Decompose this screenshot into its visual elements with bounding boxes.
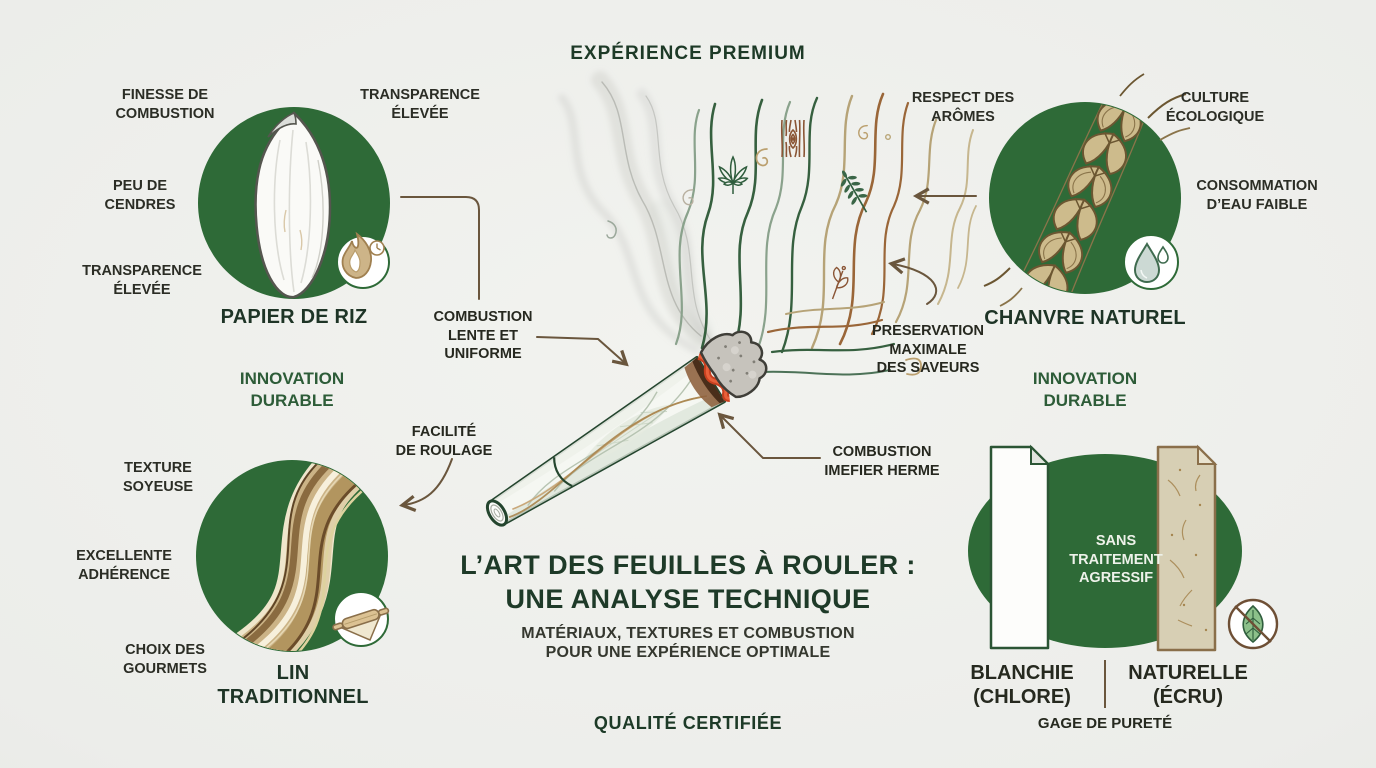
bleached-paper-sheet: [989, 444, 1051, 650]
certified-quality-footer: QUALITÉ CERTIFIÉE: [593, 713, 783, 733]
hemp-stray-fibers: [983, 73, 1191, 307]
natural-paper-sheet: [1156, 444, 1218, 652]
hemp-label-aromes: RESPECT DES ARÔMES: [911, 90, 1015, 125]
flax-name: LIN TRADITIONNEL: [217, 662, 369, 708]
connector-arrows: [398, 187, 977, 513]
main-subtitle: MATÉRIAUX, TEXTURES ET COMBUSTION POUR U…: [521, 625, 855, 661]
combustion-callout: COMBUSTION LENTE ET UNIFORME: [433, 309, 533, 363]
hemp-label-culture: CULTURE ÉCOLOGIQUE: [1165, 90, 1265, 125]
flax-label-adherence: EXCELLENTE ADHÉRENCE: [76, 548, 172, 583]
combustion-arrow: [536, 336, 629, 367]
seal-arrow: [717, 412, 821, 459]
purity-center-label: SANS TRAITEMENT AGRESSIF: [1069, 533, 1163, 587]
no-leaf-icon: [1227, 598, 1279, 650]
rice-name: PAPIER DE RIZ: [220, 306, 368, 328]
rolling-pin-icon: [332, 591, 390, 647]
rice-label-transparence-bottom: TRANSPARENCE ÉLEVÉE: [82, 263, 202, 298]
flax-label-gourmets: CHOIX DES GOURMETS: [123, 642, 207, 677]
flax-illustration: [196, 460, 390, 652]
rice-label-transparence-top: TRANSPARENCE ÉLEVÉE: [360, 87, 480, 122]
mouthpiece: [485, 499, 509, 527]
purity-caption: GAGE DE PURETÉ: [1037, 715, 1173, 732]
bleached-name: BLANCHIE (CHLORE): [970, 662, 1074, 708]
preservation-callout: PRESERVATION MAXIMALE DES SAVEURS: [872, 323, 984, 377]
hemp-name: CHANVRE NATUREL: [984, 307, 1186, 329]
hemp-tagline: INNOVATION DURABLE: [1032, 369, 1138, 411]
rolling-arrow: [398, 458, 453, 513]
wood-grain-icon: [780, 119, 806, 158]
flax-label-texture: TEXTURE SOYEUSE: [122, 460, 194, 495]
main-title: L’ART DES FEUILLES À ROULER : UNE ANALYS…: [460, 550, 916, 615]
rice-grain: [254, 111, 332, 299]
smoke-curl-icons: [606, 124, 892, 239]
natural-name: NATURELLE (ÉCRU): [1128, 662, 1248, 708]
rice-paper-illustration: [198, 107, 390, 299]
ash: [699, 330, 768, 399]
preservation-arrow: [888, 257, 938, 305]
smoke-illustration: [558, 71, 716, 354]
aroma-strands: [674, 92, 977, 376]
purity-illustration: [968, 444, 1279, 708]
cannabis-leaf-icon: [717, 155, 749, 194]
joint-illustration: [485, 330, 768, 527]
rolling-callout: FACILITÉ DE ROULAGE: [395, 424, 493, 459]
rice-label-cendres: PEU DE CENDRES: [104, 178, 176, 213]
flame-clock-icon: [336, 231, 390, 289]
fern-sprig-icon: [840, 170, 868, 213]
water-drop-icon: [1123, 234, 1179, 290]
rice-tagline: INNOVATION DURABLE: [239, 369, 345, 411]
premium-experience-heading: EXPÉRIENCE PREMIUM: [570, 43, 806, 64]
rice-label-finesse: FINESSE DE COMBUSTION: [115, 87, 215, 122]
hemp-label-eau: CONSOMMATION D’EAU FAIBLE: [1196, 178, 1318, 213]
rice-connector-line: [400, 196, 480, 300]
seal-callout: COMBUSTION IMEFIER HERME: [824, 444, 940, 479]
herb-sprig-icon: [831, 265, 849, 300]
hemp-illustration: [983, 73, 1191, 307]
